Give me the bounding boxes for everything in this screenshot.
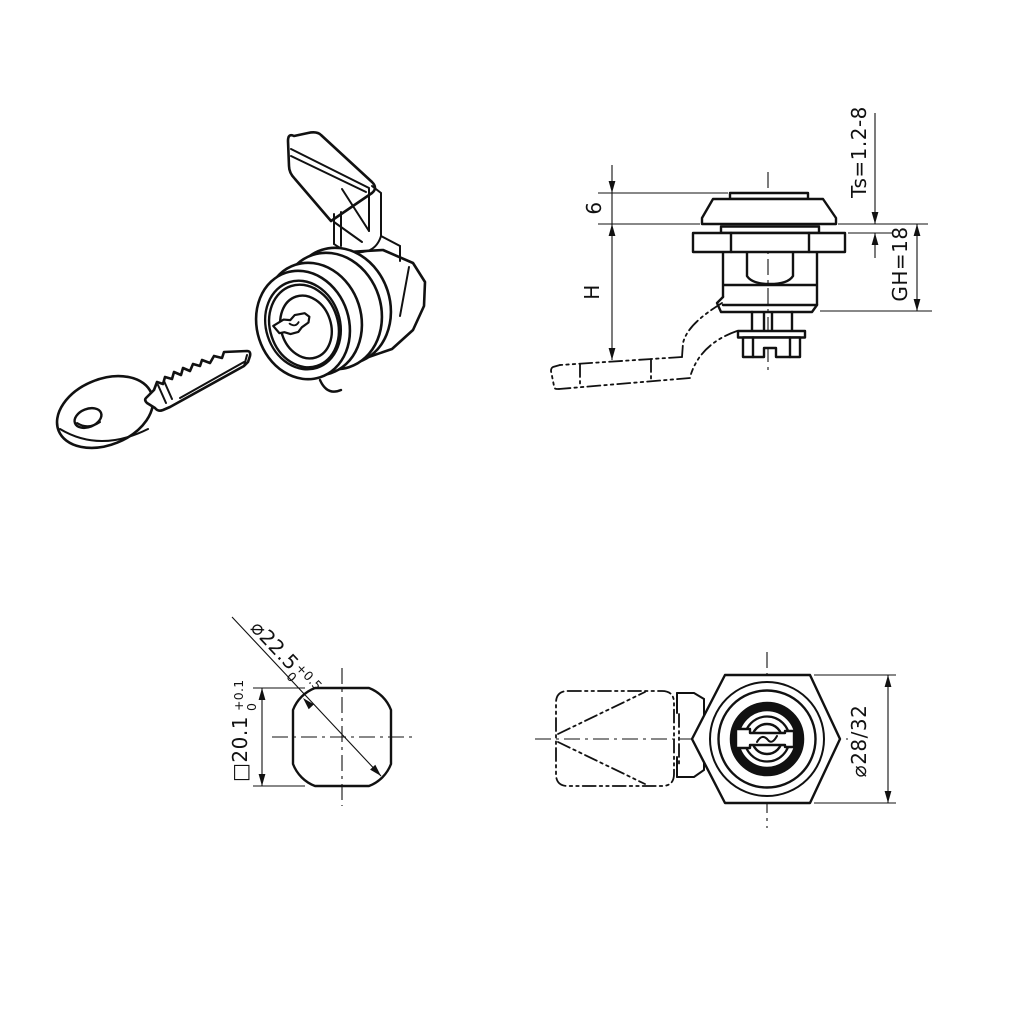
side-view: 6 H Ts=1.2-8 GH=18 — [550, 106, 932, 390]
dimension-corner-diameter: ⌀22.5 +0.5 0 — [231, 616, 382, 777]
cam-lever-isometric — [286, 131, 401, 262]
keyhole-isometric — [272, 312, 311, 336]
lock-body-isometric — [254, 131, 427, 393]
keyhole-front — [734, 722, 796, 756]
octagon-profile — [291, 686, 393, 788]
isometric-view — [55, 131, 427, 450]
dim-label-panel-range: Ts=1.2-8 — [847, 106, 871, 199]
dim-label-head-height: 6 — [582, 201, 606, 214]
dim-label-corner-diameter: ⌀22.5 — [246, 616, 304, 675]
dim-label-height-h: H — [580, 284, 604, 300]
dim-label-square-tol-lower: 0 — [244, 703, 259, 711]
lock-face-front — [690, 673, 842, 805]
dimension-thread-height: GH=18 — [820, 224, 932, 312]
dimension-face-diameter: ⌀28/32 — [814, 674, 896, 804]
key-drawing — [55, 349, 252, 450]
dim-label-face-diameter: ⌀28/32 — [847, 705, 871, 778]
cam-phantom-front — [555, 690, 680, 787]
dimension-head-height: 6 H — [580, 165, 728, 360]
dimension-square: □20.1 +0.1 0 — [228, 679, 305, 787]
front-view: ⌀28/32 — [535, 652, 896, 828]
side-view-body — [691, 191, 847, 359]
dim-label-thread-height: GH=18 — [888, 226, 912, 301]
rear-stem-front — [676, 692, 705, 778]
dim-label-square-tol-upper: +0.1 — [231, 679, 246, 711]
dim-label-square: □20.1 — [228, 716, 252, 782]
dimension-panel-thickness: Ts=1.2-8 — [838, 106, 928, 258]
cam-lever-phantom-side — [550, 302, 738, 390]
profile-view: □20.1 +0.1 0 ⌀22.5 +0.5 0 — [228, 616, 412, 806]
